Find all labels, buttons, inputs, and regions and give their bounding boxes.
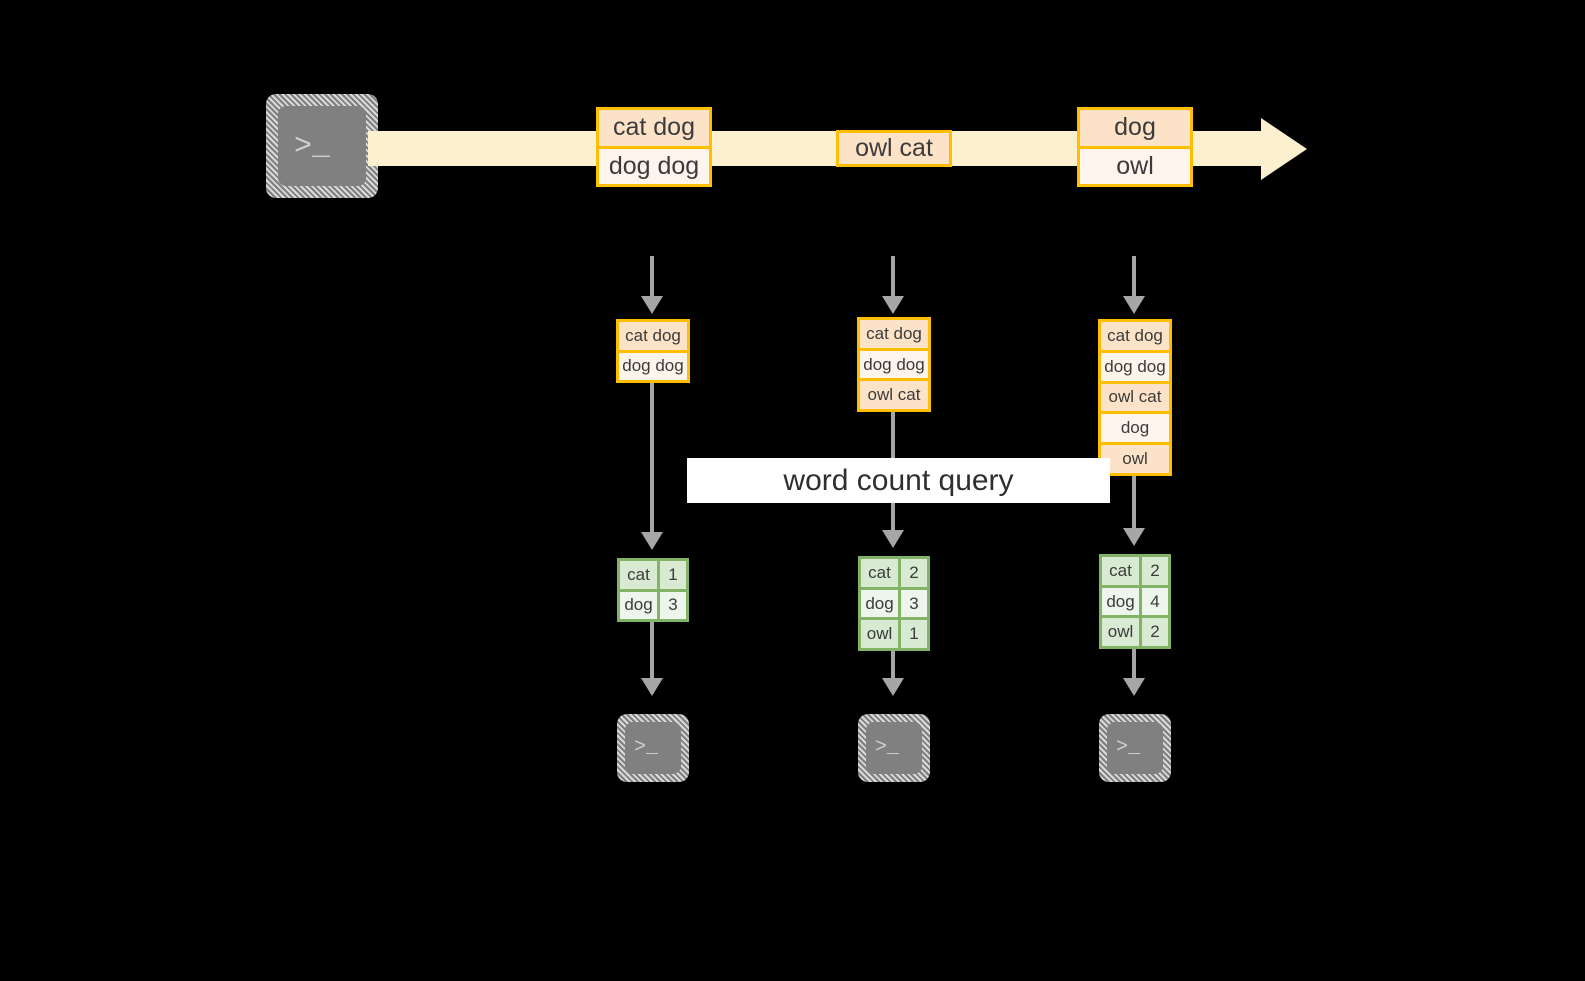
accumulated-row: cat dog [619,322,687,350]
accumulated-events-table-2[interactable]: cat dog dog dog owl cat [857,317,931,412]
result-count-cell: 3 [898,589,927,618]
result-row: owl 1 [861,617,927,649]
sink-down-arrow-icon-2 [882,678,904,696]
sink-connector-line-2 [891,651,895,682]
accumulated-row: dog dog [1101,349,1169,381]
sink-connector-line-1 [650,622,654,682]
stream-event-row: dog [1080,110,1190,146]
result-word-cell: dog [1106,591,1135,611]
sink-terminal-icon-1[interactable]: >_ [617,714,689,782]
ingest-connector-line [650,256,654,300]
ingest-down-arrow-icon [882,296,904,314]
terminal-prompt-glyph: >_ [294,130,331,164]
accumulated-row: dog [1101,411,1169,443]
accumulated-events-table-3[interactable]: cat dog dog dog owl cat dog owl [1098,319,1172,476]
result-count-cell: 3 [657,591,686,619]
result-word-cell: cat [627,564,650,584]
stream-event-box-3[interactable]: dog owl [1077,107,1193,187]
stream-event-box-2[interactable]: owl cat [836,130,952,167]
terminal-face [866,722,922,774]
source-terminal-icon[interactable]: >_ [266,94,378,198]
stream-event-row: owl cat [839,133,949,164]
terminal-face [278,106,366,186]
result-word-cell: dog [865,593,894,613]
sink-down-arrow-icon-3 [1123,678,1145,696]
ingest-connector-line [1132,256,1136,300]
query-down-arrow-icon-2 [882,530,904,548]
result-word-cell: owl [1107,622,1134,642]
sink-down-arrow-icon-1 [641,678,663,696]
result-word-cell: cat [868,562,891,582]
result-word-cell: cat [1109,560,1132,580]
query-connector-line-3 [1132,476,1136,532]
result-row: dog 4 [1102,584,1168,616]
stream-event-box-1[interactable]: cat dog dog dog [596,107,712,187]
accumulated-row: owl cat [860,378,928,410]
word-count-query-label: word count query [783,463,1014,497]
result-count-cell: 2 [1139,557,1168,585]
terminal-face [625,722,681,774]
result-table-1[interactable]: cat 1 dog 3 [617,558,689,622]
query-down-arrow-icon-1 [641,532,663,550]
result-row: owl 2 [1102,615,1168,647]
stream-event-row: owl [1080,145,1190,184]
result-row: cat 2 [1102,557,1168,585]
result-count-cell: 2 [1139,618,1168,647]
result-row: cat 2 [861,559,927,587]
accumulated-row: dog dog [860,347,928,379]
result-count-cell: 2 [898,559,927,587]
result-table-3[interactable]: cat 2 dog 4 owl 2 [1099,554,1171,649]
query-connector-line-1 [650,383,654,536]
result-count-cell: 4 [1139,587,1168,616]
result-count-cell: 1 [657,561,686,589]
terminal-prompt-glyph: >_ [1116,736,1141,759]
result-row: dog 3 [620,588,686,619]
query-down-arrow-icon-3 [1123,528,1145,546]
terminal-prompt-glyph: >_ [634,736,659,759]
accumulated-row: owl [1101,442,1169,473]
sink-terminal-icon-3[interactable]: >_ [1099,714,1171,782]
ingest-down-arrow-icon [1123,296,1145,314]
terminal-face [1107,722,1163,774]
stream-arrow-head-icon [1261,118,1307,180]
sink-terminal-icon-2[interactable]: >_ [858,714,930,782]
result-row: dog 3 [861,586,927,618]
sink-connector-line-3 [1132,649,1136,682]
accumulated-row: dog dog [619,349,687,380]
ingest-connector-line [891,256,895,300]
result-word-cell: owl [866,624,893,644]
result-table-2[interactable]: cat 2 dog 3 owl 1 [858,556,930,651]
word-count-query-band: word count query [687,458,1110,503]
accumulated-events-table-1[interactable]: cat dog dog dog [616,319,690,383]
stream-event-row: cat dog [599,110,709,146]
result-word-cell: dog [624,595,653,615]
stream-event-row: dog dog [599,145,709,184]
result-count-cell: 1 [898,620,927,649]
terminal-prompt-glyph: >_ [875,736,900,759]
result-row: cat 1 [620,561,686,589]
ingest-down-arrow-icon [641,296,663,314]
accumulated-row: owl cat [1101,380,1169,412]
accumulated-row: cat dog [1101,322,1169,350]
accumulated-row: cat dog [860,320,928,348]
